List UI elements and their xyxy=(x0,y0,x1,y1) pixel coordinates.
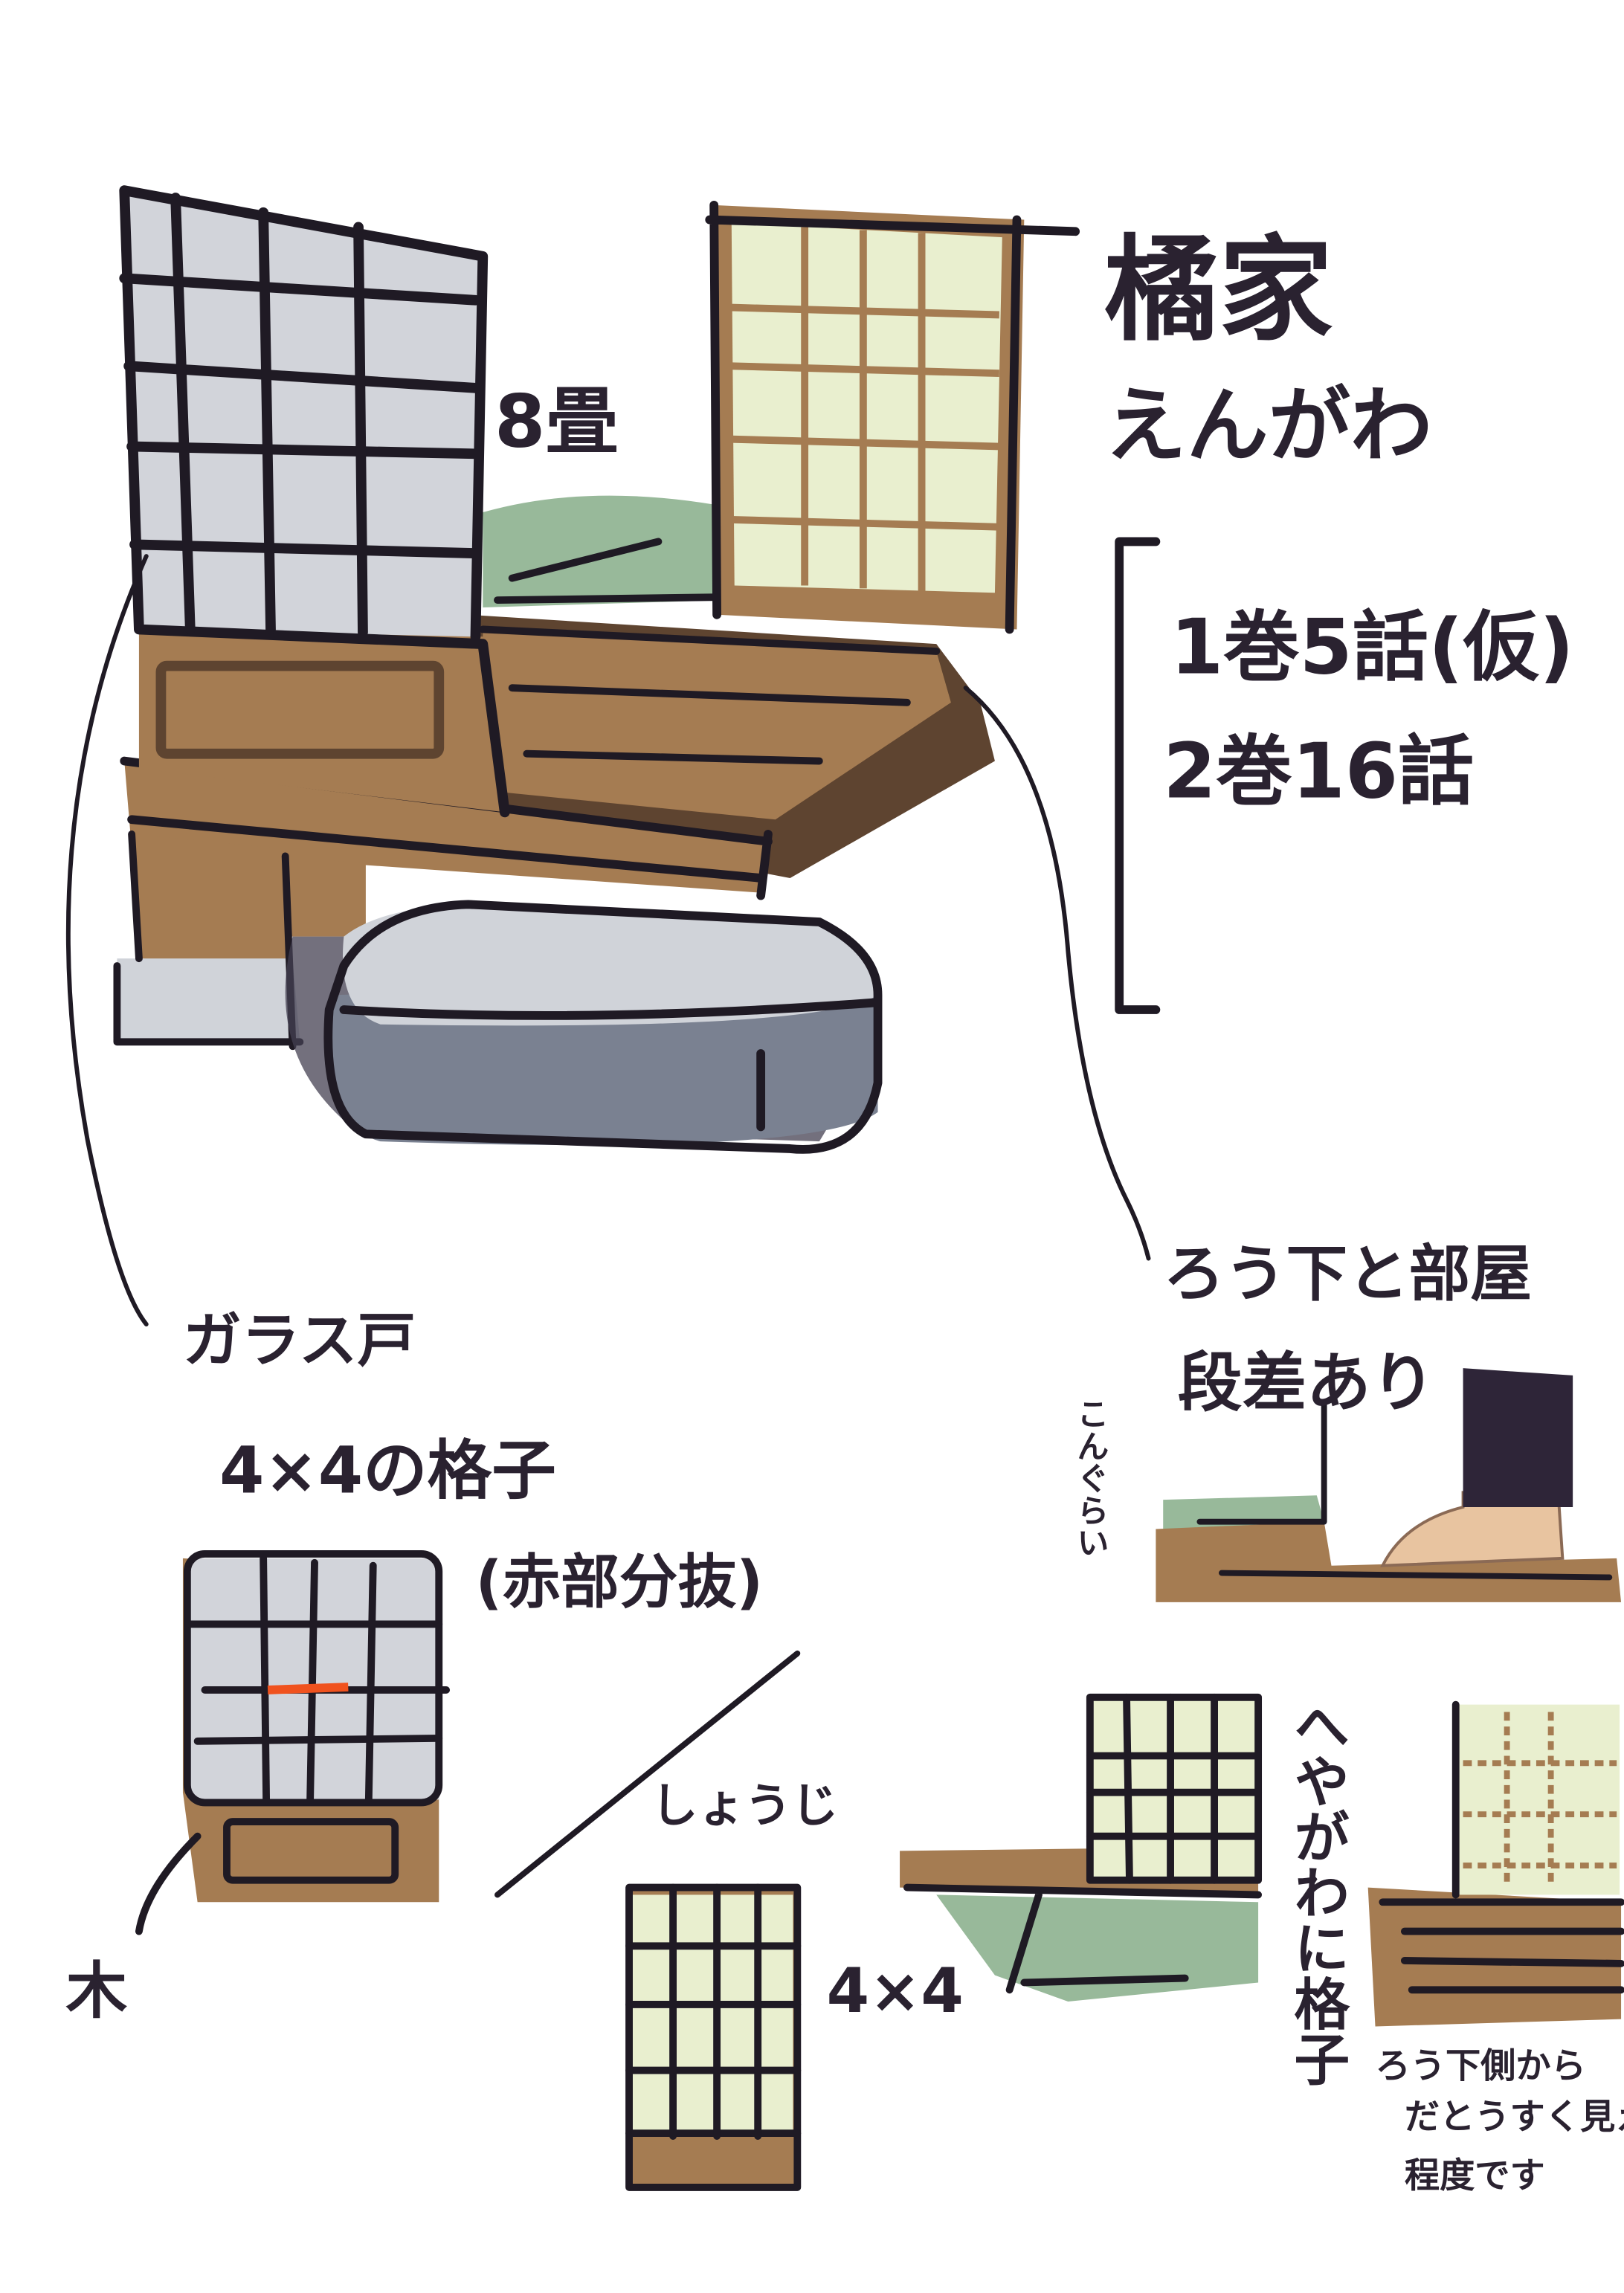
visibility-note-2: だとうすく見える xyxy=(1405,2097,1624,2138)
stone-base-left xyxy=(117,958,300,1042)
step-detail-drawing xyxy=(1156,1368,1622,1602)
shoji-detail xyxy=(625,1883,802,2191)
lattice-label-1: 4×4の格子 xyxy=(219,1433,556,1508)
room-side-lattice-detail xyxy=(900,1693,1624,2027)
shoji-grid-label: 4×4 xyxy=(827,1955,964,2027)
episode-2: 2巻16話 xyxy=(1163,728,1474,816)
title-line-2: えんがわ xyxy=(1105,378,1433,473)
engawa-main-drawing xyxy=(65,185,1161,1327)
trouser-leg xyxy=(1463,1368,1573,1508)
glass-door-label: ガラス戸 xyxy=(183,1306,416,1375)
room-size-label: 8畳 xyxy=(494,380,619,465)
step-note-line-2: 段差あり xyxy=(1178,1346,1435,1420)
lattice-label-2: (赤部分抜) xyxy=(475,1548,763,1616)
veranda-post-mid xyxy=(277,856,366,937)
visibility-note-1: ろう下側から xyxy=(1376,2045,1586,2086)
glass-door-detail xyxy=(135,1550,801,1935)
wood-label: 木 xyxy=(66,1955,128,2027)
step-height-label: こんぐらい xyxy=(1072,1397,1109,1558)
stepping-stone-top xyxy=(342,904,878,1026)
removed-bar-marker xyxy=(267,1683,349,1694)
room-side-lattice-label: へやがわに格子 xyxy=(1284,1697,1349,2086)
glass-door-grid xyxy=(119,185,510,818)
floor-top xyxy=(483,629,951,820)
shoji-label: しょうじ xyxy=(651,1778,839,1833)
step-note-line-1: ろう下と部屋 xyxy=(1163,1239,1532,1310)
foot xyxy=(1380,1491,1565,1567)
title-line-1: 橘家 xyxy=(1105,225,1333,357)
veranda-post-left xyxy=(132,833,293,967)
glass-door-pane xyxy=(124,190,483,637)
episode-1: 1巻5話(仮) xyxy=(1170,603,1574,691)
shoji-grid xyxy=(731,227,999,592)
visibility-note-3: 程度です xyxy=(1405,2155,1545,2196)
tatami-green-patch xyxy=(483,495,724,607)
